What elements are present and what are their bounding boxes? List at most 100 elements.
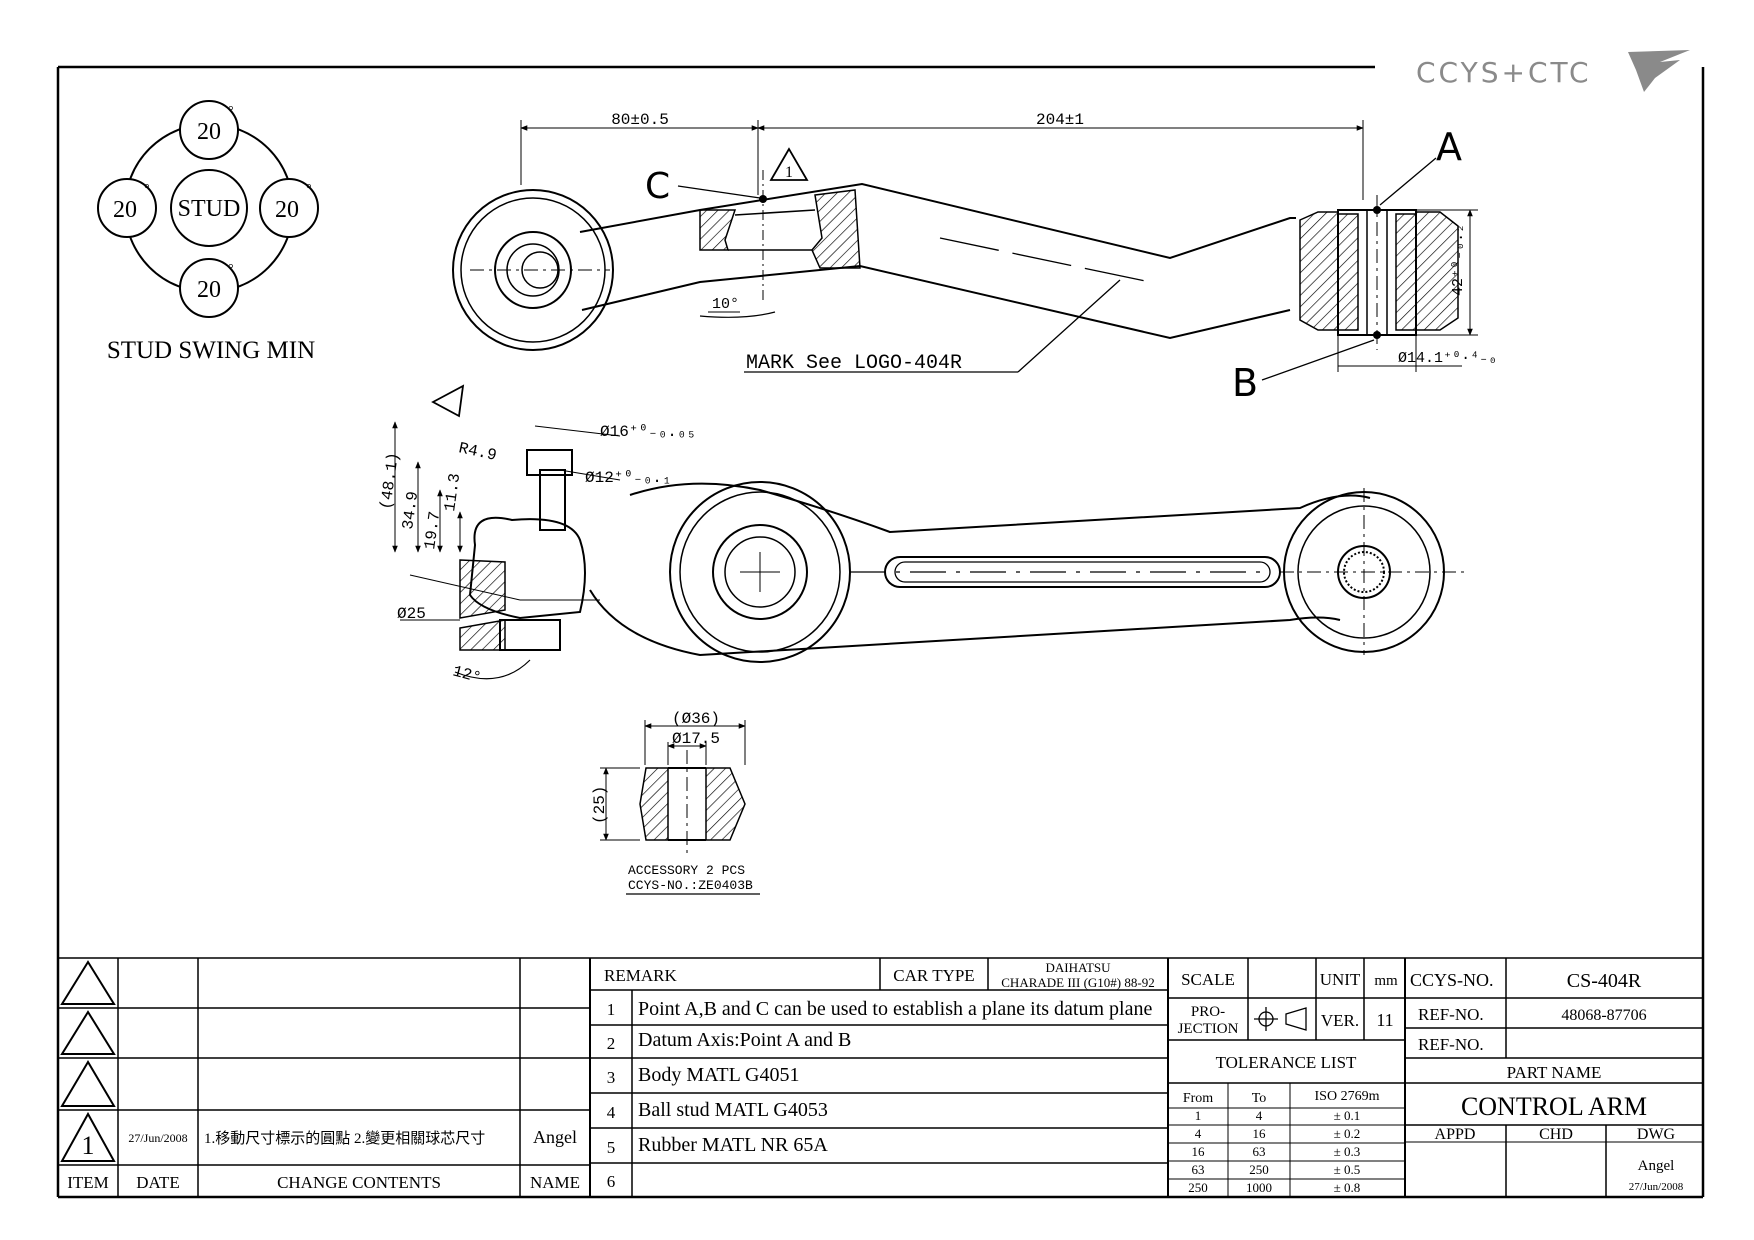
dim-80: 80±0.5 xyxy=(611,111,669,129)
rev-item: 1 xyxy=(82,1131,95,1160)
dwg-label: DWG xyxy=(1637,1126,1676,1143)
dim-d16: Ø16⁺⁰₋₀.₀₅ xyxy=(600,423,696,441)
dim-42: 42⁺⁰₋₀.₂ xyxy=(1450,224,1467,296)
accessory-note-2: CCYS-NO.:ZE0403B xyxy=(628,878,753,893)
accessory-note-1: ACCESSORY 2 PCS xyxy=(628,863,745,878)
chd-label: CHD xyxy=(1539,1126,1573,1143)
remarks-block: REMARK 1 Point A,B and C can be used to … xyxy=(604,960,1155,1191)
stud-label: STUD xyxy=(178,196,241,222)
tol-value: ± 0.3 xyxy=(1334,1144,1361,1159)
degree-mark: ° xyxy=(306,182,312,197)
appd-label: APPD xyxy=(1435,1126,1476,1143)
ccys-label: CCYS-NO. xyxy=(1410,970,1494,990)
dim-11-3: 11.3 xyxy=(441,472,464,513)
tol-value: ± 0.8 xyxy=(1334,1180,1361,1195)
dim-d25: Ø25 xyxy=(397,605,426,623)
remark-no: 5 xyxy=(607,1138,616,1157)
tol-value: ± 0.2 xyxy=(1334,1126,1361,1141)
third-angle-projection-icon xyxy=(1254,1007,1307,1031)
dim-25: (25) xyxy=(591,786,609,824)
header-change-contents: CHANGE CONTENTS xyxy=(277,1173,441,1192)
swing-top-value: 20 xyxy=(197,119,221,145)
tol-to: 16 xyxy=(1253,1126,1267,1141)
remark-text: Point A,B and C can be used to establish… xyxy=(638,998,1152,1020)
remark-no: 3 xyxy=(607,1068,616,1087)
rev-triangle-1: 1 xyxy=(785,164,793,181)
dim-d36: (Ø36) xyxy=(672,710,720,728)
remark-no: 2 xyxy=(607,1034,616,1053)
mark-note: MARK See LOGO-404R xyxy=(746,352,962,375)
rev-date: 27/Jun/2008 xyxy=(128,1131,187,1145)
unit-value: mm xyxy=(1374,973,1398,989)
tol-header-from: From xyxy=(1183,1091,1213,1106)
drawn-by: Angel xyxy=(1638,1158,1675,1174)
scale-block: SCALE UNIT mm PRO- JECTION VER. 11 TOLER… xyxy=(1178,970,1398,1195)
car-model: CHARADE III (G10#) 88-92 xyxy=(1001,975,1154,990)
header-date: DATE xyxy=(136,1173,179,1192)
remark-text: Body MATL G4051 xyxy=(638,1064,799,1086)
tol-value: ± 0.5 xyxy=(1334,1162,1361,1177)
car-type-label: CAR TYPE xyxy=(893,966,974,985)
revision-triangles xyxy=(60,960,116,1162)
projection-label-2: JECTION xyxy=(1178,1021,1239,1037)
part-info-block: CCYS-NO. CS-404R REF-NO. 48068-87706 REF… xyxy=(1410,970,1684,1193)
tol-header-to: To xyxy=(1252,1091,1267,1106)
tol-from: 63 xyxy=(1192,1162,1205,1177)
degree-mark: ° xyxy=(228,104,234,119)
remark-text: Datum Axis:Point A and B xyxy=(638,1029,851,1051)
version-value: 11 xyxy=(1376,1010,1393,1030)
part-name: CONTROL ARM xyxy=(1461,1092,1647,1121)
tol-from: 16 xyxy=(1192,1144,1206,1159)
stud-swing-caption: STUD SWING MIN xyxy=(107,337,315,364)
top-view: 80±0.5 204±1 C 1 A B 10° MARK See LOGO-4… xyxy=(452,111,1497,405)
ccys-value: CS-404R xyxy=(1567,970,1642,992)
remark-no: 4 xyxy=(607,1103,616,1122)
title-block-grid xyxy=(58,957,1703,1197)
ref-label-2: REF-NO. xyxy=(1418,1035,1484,1054)
drawn-date: 27/Jun/2008 xyxy=(1629,1181,1684,1193)
tol-to: 250 xyxy=(1249,1162,1269,1177)
swing-right-value: 20 xyxy=(275,197,299,223)
remark-no: 1 xyxy=(607,1000,616,1019)
version-label: VER. xyxy=(1321,1011,1359,1030)
brand-logo: CCYS+CTC xyxy=(1416,50,1690,92)
swing-left-value: 20 xyxy=(113,197,137,223)
remark-text: Rubber MATL NR 65A xyxy=(638,1134,828,1156)
brand-logo-text: CCYS+CTC xyxy=(1416,56,1592,89)
ref-label-1: REF-NO. xyxy=(1418,1005,1484,1024)
dim-48-1: (48.1) xyxy=(377,451,403,511)
angle-10: 10° xyxy=(712,296,739,313)
accessory-view: (Ø36) Ø17.5 (25) ACCESSORY 2 PCS CCYS-NO… xyxy=(591,710,760,895)
dim-d17-5: Ø17.5 xyxy=(672,730,720,748)
remark-text: Ball stud MATL G4053 xyxy=(638,1099,828,1121)
header-item: ITEM xyxy=(67,1173,109,1192)
dim-14-1: Ø14.1⁺⁰·⁴₋₀ xyxy=(1398,350,1497,367)
angle-12: 12° xyxy=(451,662,483,687)
tol-from: 4 xyxy=(1195,1126,1202,1141)
label-c: C xyxy=(645,166,670,207)
dim-19-7: 19.7 xyxy=(421,510,444,551)
dim-204: 204±1 xyxy=(1036,111,1084,129)
revision-block: 1 27/Jun/2008 1.移動尺寸標示的圓點 2.變更相關球芯尺寸 Ang… xyxy=(67,1127,580,1192)
side-view: Ø16⁺⁰₋₀.₀₅ Ø12⁺⁰₋₀.₁ R4.9 (48.1) 34.9 19… xyxy=(377,384,1465,687)
tol-to: 63 xyxy=(1253,1144,1266,1159)
header-name: NAME xyxy=(530,1173,580,1192)
tol-from: 250 xyxy=(1188,1180,1208,1195)
label-a: A xyxy=(1436,125,1462,169)
degree-mark: ° xyxy=(144,182,150,197)
dim-d12: Ø12⁺⁰₋₀.₁ xyxy=(585,469,672,487)
brand-wing-icon xyxy=(1628,50,1690,92)
tol-value: ± 0.1 xyxy=(1334,1108,1361,1123)
tol-header-iso: ISO 2769m xyxy=(1315,1089,1380,1104)
projection-label-1: PRO- xyxy=(1191,1004,1225,1020)
dim-34-9: 34.9 xyxy=(399,490,422,531)
stud-swing-diagram: STUD 20 20 20 20 ° ° ° ° STUD SWING MIN xyxy=(97,100,319,364)
scale-label: SCALE xyxy=(1181,970,1235,989)
tolerance-title: TOLERANCE LIST xyxy=(1216,1053,1357,1072)
rev-name: Angel xyxy=(533,1127,577,1147)
tol-to: 4 xyxy=(1256,1108,1263,1123)
remark-no: 6 xyxy=(607,1172,616,1191)
swing-bottom-value: 20 xyxy=(197,277,221,303)
unit-label: UNIT xyxy=(1320,970,1361,989)
